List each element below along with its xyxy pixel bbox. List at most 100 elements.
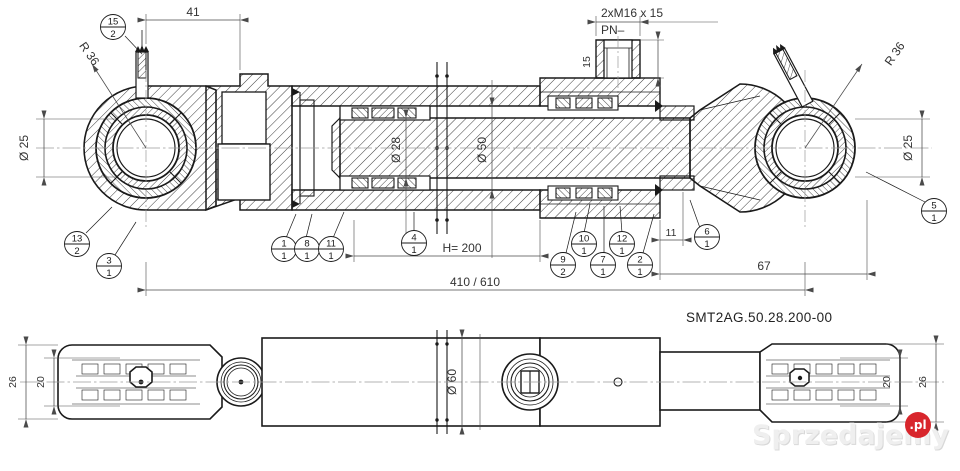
- balloon-11-1-bottom: 1: [328, 251, 333, 262]
- dim-20-left: 20: [35, 349, 120, 415]
- barrel-wall-top: [291, 85, 541, 107]
- balloon-15-2-bottom: 2: [110, 29, 115, 40]
- dim-41-label: 41: [186, 5, 200, 19]
- balloon-13-2-bottom: 2: [74, 246, 79, 257]
- balloon-9-2-top: 9: [560, 255, 565, 266]
- balloon-1-1[interactable]: 11: [271, 236, 297, 263]
- dim-15-label: 15: [581, 56, 593, 68]
- plan-rod: [659, 351, 761, 411]
- balloon-7-1-top: 7: [600, 255, 605, 266]
- gland-seal-pack: [540, 91, 660, 205]
- balloon-12-1-bottom: 1: [619, 246, 624, 257]
- balloon-13-2[interactable]: 132: [64, 231, 90, 258]
- right-eye-assembly: [689, 43, 856, 213]
- dim-overall-label: 410 / 610: [450, 275, 500, 289]
- balloon-7-1-bottom: 1: [600, 267, 605, 278]
- dimension-set-plan: 26 20 Ø 60 20 26: [7, 329, 944, 435]
- plan-view: [20, 330, 944, 434]
- balloon-8-1[interactable]: 81: [294, 236, 320, 263]
- left-eye-assembly: [83, 30, 293, 212]
- dim-tube-60: Ø 60: [445, 329, 481, 435]
- plan-right-detail: [766, 359, 890, 405]
- dim-stroke: H= 200: [345, 220, 549, 262]
- balloon-6-1-bottom: 1: [704, 239, 709, 250]
- section-view: [36, 30, 932, 234]
- balloon-4-1[interactable]: 41: [401, 230, 427, 257]
- balloon-15-2[interactable]: 152: [100, 14, 126, 41]
- balloon-4-1-bottom: 1: [411, 245, 416, 256]
- dim-20-right: 20: [840, 349, 908, 415]
- balloon-10-1[interactable]: 101: [571, 231, 597, 258]
- plan-right-hex-nipple: [789, 368, 810, 387]
- dim-eye-25-right-label: Ø 25: [901, 135, 915, 161]
- balloon-12-1-top: 12: [617, 234, 628, 245]
- dim-eye-25-right: Ø 25: [855, 110, 930, 186]
- dim-bore-50: Ø 50: [475, 80, 495, 258]
- left-grease-nipple: [135, 30, 149, 99]
- left-bore-opening: [217, 143, 271, 201]
- left-pocket: [221, 91, 267, 145]
- balloon-4-1-top: 4: [411, 233, 416, 244]
- balloon-2-1-bottom: 1: [637, 267, 642, 278]
- barrel-wall-bottom: [291, 189, 541, 211]
- dim-11: 11: [651, 192, 692, 246]
- balloon-9-2[interactable]: 92: [550, 252, 576, 279]
- balloon-10-1-top: 10: [579, 234, 590, 245]
- balloon-3-1[interactable]: 31: [96, 253, 122, 280]
- balloon-5-1-bottom: 1: [931, 213, 936, 224]
- plan-right-clevis: [759, 343, 901, 423]
- plan-left-hex-nipple: [129, 366, 153, 388]
- balloon-leaders: [85, 35, 928, 256]
- balloon-5-1[interactable]: 51: [921, 198, 947, 225]
- balloon-8-1-top: 8: [304, 239, 309, 250]
- balloon-9-2-bottom: 2: [560, 267, 565, 278]
- dim-20-right-label: 20: [881, 376, 893, 388]
- balloon-1-1-top: 1: [281, 239, 286, 250]
- dim-r36-right-label: R 36: [882, 39, 908, 68]
- thread-note-label: 2xM16 x 15: [601, 6, 663, 20]
- balloon-13-2-top: 13: [72, 234, 83, 245]
- port-boss: [595, 36, 641, 100]
- dim-tube-60-label: Ø 60: [445, 369, 459, 395]
- dim-11-label: 11: [666, 227, 677, 239]
- balloon-7-1[interactable]: 71: [590, 252, 616, 279]
- balloon-6-1[interactable]: 61: [694, 224, 720, 251]
- part-number-label: SMT2AG.50.28.200-00: [686, 310, 832, 325]
- dim-15: 15: [581, 31, 664, 87]
- dim-67-label: 67: [757, 259, 771, 273]
- dim-bore-50-label: Ø 50: [475, 137, 489, 163]
- dim-41: 41: [137, 5, 249, 70]
- rod-shoulder-bottom: [659, 175, 695, 191]
- dim-bore-28-label: Ø 28: [389, 137, 403, 163]
- note-thread: 2xM16 x 15 PN–: [587, 6, 718, 37]
- dim-26-left: 26: [7, 336, 58, 428]
- dim-r36-left-label: R 36: [76, 39, 102, 68]
- balloon-10-1-bottom: 1: [581, 246, 586, 257]
- balloon-1-1-bottom: 1: [281, 251, 286, 262]
- gland-head-assembly: [539, 36, 695, 219]
- thread-note-2-label: PN–: [601, 23, 625, 37]
- dim-overall: 410 / 610: [137, 262, 814, 296]
- balloon-15-2-top: 15: [108, 17, 119, 28]
- balloon-12-1[interactable]: 121: [609, 231, 635, 258]
- dim-20-left-label: 20: [35, 376, 47, 388]
- balloon-3-1-top: 3: [106, 256, 111, 267]
- balloon-3-1-bottom: 1: [106, 268, 111, 279]
- dim-stroke-label: H= 200: [442, 241, 481, 255]
- dim-26-left-label: 26: [7, 376, 19, 388]
- dim-eye-25-left-label: Ø 25: [17, 135, 31, 161]
- balloon-6-1-top: 6: [704, 227, 709, 238]
- balloon-5-1-top: 5: [931, 201, 936, 212]
- right-grease-nipple: [772, 43, 814, 108]
- balloon-11-1-top: 11: [326, 239, 336, 250]
- dim-eye-25-left: Ø 25: [17, 110, 116, 186]
- balloon-8-1-bottom: 1: [304, 251, 309, 262]
- balloon-2-1-top: 2: [637, 255, 642, 266]
- rod-shoulder-top: [659, 105, 695, 121]
- dim-67: 67: [651, 200, 876, 280]
- balloon-11-1[interactable]: 111: [318, 236, 344, 263]
- balloon-2-1[interactable]: 21: [627, 252, 653, 279]
